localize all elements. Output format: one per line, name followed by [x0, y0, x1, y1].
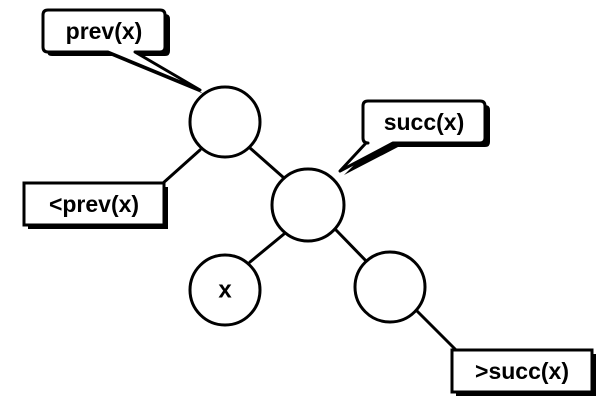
- greater-than-succ-box: >succ(x): [450, 348, 596, 396]
- succ-callout-label: succ(x): [384, 109, 465, 135]
- succ-callout: succ(x): [338, 99, 490, 175]
- edge-succ-to-right-child: [334, 228, 372, 267]
- succ-node: [270, 167, 346, 243]
- x-node: x: [188, 253, 262, 327]
- edge-prev-to-succ: [248, 146, 286, 180]
- edge-succ-to-x: [248, 232, 286, 264]
- edge-right-child-to-right-subtree: [414, 308, 458, 352]
- prev-callout-label: prev(x): [66, 18, 143, 44]
- less-than-prev-label: <prev(x): [49, 191, 139, 217]
- less-than-prev-box: <prev(x): [22, 181, 168, 229]
- prev-node: [188, 85, 262, 159]
- prev-callout: prev(x): [41, 8, 204, 94]
- greater-than-succ-label: >succ(x): [475, 358, 569, 384]
- edge-prev-to-left-subtree: [160, 148, 202, 186]
- succ-right-child-node: [353, 250, 427, 324]
- x-node-label: x: [218, 277, 232, 304]
